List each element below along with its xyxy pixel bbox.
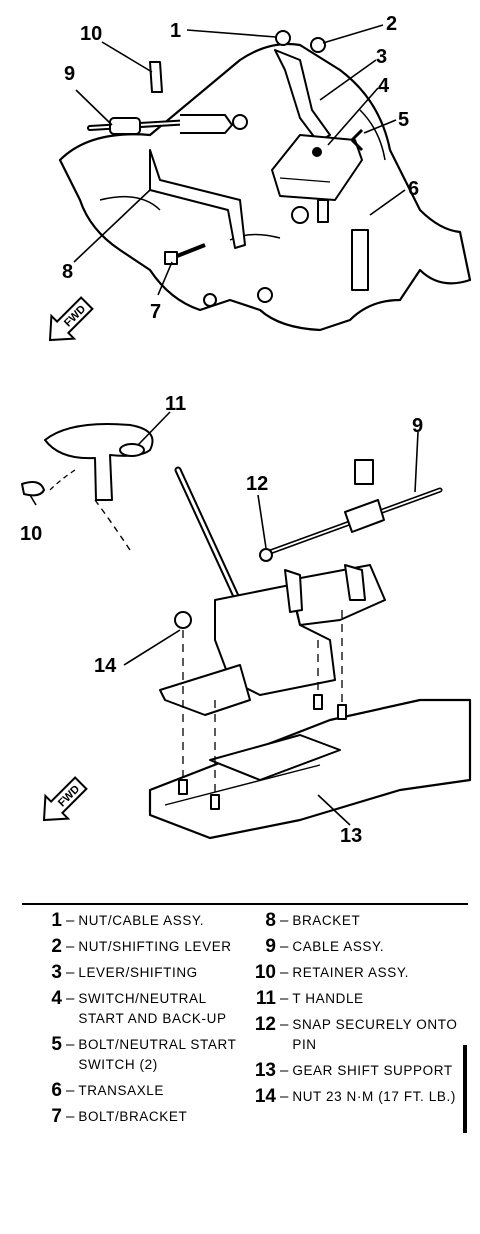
- legend-number: 5: [51, 1034, 62, 1055]
- legend-item: 9– CABLE ASSY.: [240, 937, 465, 957]
- legend-item: 4– SWITCH/NEUTRAL START AND BACK-UP: [34, 989, 249, 1029]
- legend-item: 5– BOLT/NEUTRAL START SWITCH (2): [34, 1035, 249, 1075]
- parts-legend: 1– NUT/CABLE ASSY. 2– NUT/SHIFTING LEVER…: [22, 903, 468, 1200]
- legend-left-column: 1– NUT/CABLE ASSY. 2– NUT/SHIFTING LEVER…: [34, 911, 249, 1133]
- legend-text: BRACKET: [292, 913, 361, 928]
- callout-4: 4: [378, 75, 390, 97]
- legend-item: 2– NUT/SHIFTING LEVER: [34, 937, 249, 957]
- legend-number: 7: [51, 1106, 62, 1127]
- callout-6: 6: [408, 178, 419, 200]
- bottom-leader-lines: [29, 411, 419, 826]
- legend-number: 12: [254, 1014, 276, 1035]
- legend-item: 14– NUT 23 N·M (17 FT. LB.): [240, 1087, 465, 1107]
- legend-text: T HANDLE: [292, 991, 364, 1006]
- callout-7: 7: [150, 301, 161, 323]
- legend-text: NUT 23 N·M (17 FT. LB.): [292, 1089, 456, 1104]
- callout-8: 8: [62, 261, 73, 283]
- callouts-top: 1 2 3 4 5 6 7 8 9 10: [62, 13, 419, 323]
- legend-text: LEVER/SHIFTING: [78, 965, 198, 980]
- callout-10-bottom: 10: [20, 523, 42, 545]
- legend-item: 13– GEAR SHIFT SUPPORT: [240, 1061, 465, 1081]
- legend-text: TRANSAXLE: [78, 1083, 165, 1098]
- legend-text: NUT/SHIFTING LEVER: [78, 939, 232, 954]
- legend-text: BOLT/NEUTRAL START SWITCH (2): [78, 1037, 237, 1072]
- legend-number: 13: [254, 1060, 276, 1081]
- callout-2: 2: [386, 13, 397, 35]
- page-edge-mark: [463, 1045, 467, 1133]
- callout-14: 14: [94, 655, 117, 677]
- bottom-assembly-drawing: [21, 423, 472, 840]
- legend-item: 7– BOLT/BRACKET: [34, 1107, 249, 1127]
- legend-text: SNAP SECURELY ONTO PIN: [292, 1017, 458, 1052]
- legend-number: 11: [255, 988, 276, 1009]
- legend-item: 8– BRACKET: [240, 911, 465, 931]
- legend-number: 6: [51, 1080, 62, 1101]
- legend-number: 8: [265, 910, 276, 931]
- legend-text: NUT/CABLE ASSY.: [78, 913, 205, 928]
- legend-text: GEAR SHIFT SUPPORT: [292, 1063, 453, 1078]
- legend-item: 10– RETAINER ASSY.: [240, 963, 465, 983]
- legend-number: 14: [254, 1086, 276, 1107]
- callout-11: 11: [165, 393, 186, 415]
- legend-number: 1: [51, 910, 62, 931]
- fwd-arrow-top-icon: FWD: [48, 296, 94, 342]
- legend-item: 3– LEVER/SHIFTING: [34, 963, 249, 983]
- top-assembly-drawing: [58, 30, 472, 332]
- fwd-arrow-bottom-icon: FWD: [42, 776, 88, 822]
- legend-item: 11– T HANDLE: [240, 989, 465, 1009]
- callout-10: 10: [80, 23, 102, 45]
- callouts-bottom: 9 10 11 12 13 14: [20, 393, 423, 847]
- callout-3: 3: [376, 46, 387, 68]
- callout-9-bottom: 9: [412, 415, 423, 437]
- legend-number: 10: [254, 962, 276, 983]
- legend-number: 2: [51, 936, 62, 957]
- legend-item: 1– NUT/CABLE ASSY.: [34, 911, 249, 931]
- legend-number: 9: [265, 936, 276, 957]
- legend-right-column: 8– BRACKET 9– CABLE ASSY. 10– RETAINER A…: [240, 911, 465, 1113]
- legend-item: 6– TRANSAXLE: [34, 1081, 249, 1101]
- legend-text: SWITCH/NEUTRAL START AND BACK-UP: [78, 991, 227, 1026]
- legend-text: CABLE ASSY.: [292, 939, 385, 954]
- callout-1: 1: [170, 20, 181, 42]
- legend-text: RETAINER ASSY.: [292, 965, 410, 980]
- callout-13: 13: [340, 825, 362, 847]
- callout-5: 5: [398, 109, 409, 131]
- callout-9: 9: [64, 63, 75, 85]
- legend-number: 4: [51, 988, 62, 1009]
- legend-text: BOLT/BRACKET: [78, 1109, 188, 1124]
- exploded-view-diagram: FWD: [20, 13, 472, 847]
- legend-item: 12– SNAP SECURELY ONTO PIN: [240, 1015, 465, 1055]
- legend-number: 3: [51, 962, 62, 983]
- callout-12: 12: [246, 473, 268, 495]
- top-leader-lines: [73, 24, 406, 296]
